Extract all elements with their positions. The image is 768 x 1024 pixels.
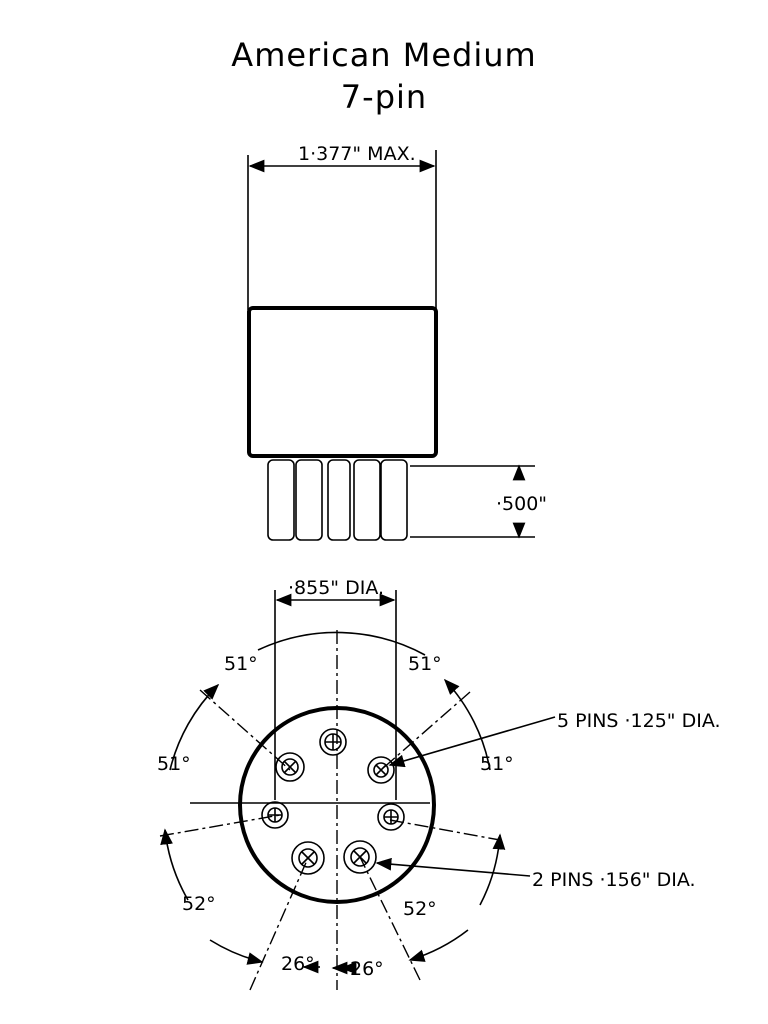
large-pins [291, 840, 377, 875]
angle-lower-right: 52° [403, 898, 437, 920]
base-body [247, 306, 438, 458]
small-pins-label: 5 PINS ·125" DIA. [557, 710, 721, 732]
angle-lower-left: 52° [182, 893, 216, 915]
side-view: 1·377" MAX. ·500" [247, 143, 547, 541]
pin-length-label: ·500" [496, 493, 547, 515]
angle-top-right: 51° [408, 653, 442, 675]
width-label: 1·377" MAX. [298, 143, 416, 165]
large-pins-label: 2 PINS ·156" DIA. [532, 869, 696, 891]
angle-bottom-left: 26° [281, 953, 315, 975]
diagram-title-line2: 7-pin [340, 78, 428, 116]
angle-bottom-right: 26° [350, 958, 384, 980]
pin-circle-label: ·855" DIA. [288, 577, 384, 599]
diagram-title-line1: American Medium [231, 36, 537, 74]
small-pins [261, 728, 405, 831]
bottom-view: ·855" DIA. 5 PINS [157, 577, 721, 991]
angle-top-left: 51° [224, 653, 258, 675]
angle-left: 51° [157, 753, 191, 775]
pins-side [267, 459, 408, 541]
angle-right: 51° [480, 753, 514, 775]
